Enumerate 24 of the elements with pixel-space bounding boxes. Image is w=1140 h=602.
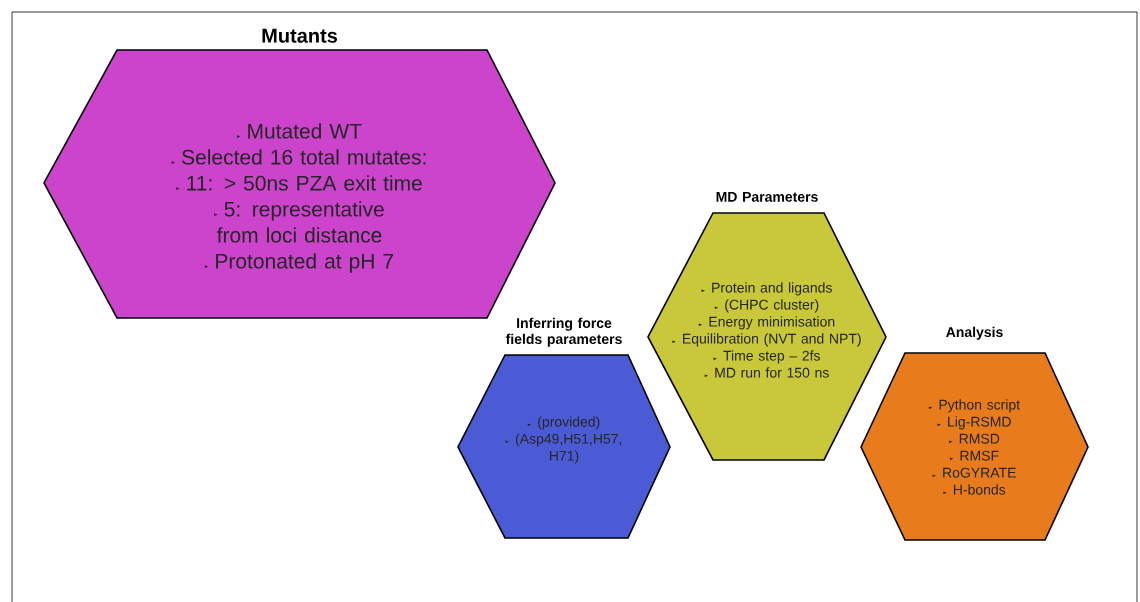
node-label: RoGYRATE: [943, 467, 1016, 478]
node-label: Protonated at pH 7: [216, 253, 394, 273]
heading: Inferring force fields parameters: [505, 317, 622, 347]
node-label: Time step – 2fs: [723, 350, 820, 364]
heading: Mutants: [262, 28, 337, 43]
node-label: H-bonds: [953, 484, 1006, 495]
node-label: 5: representative from loci distance: [216, 201, 384, 243]
hexagon-box: Python script Lig-RSMD RMSD RMSF RoGYRATE H-bonds: [860, 352, 1089, 541]
node-label: RMSD: [959, 433, 1000, 444]
node-label: Lig-RSMD: [948, 416, 1011, 430]
node-label: 11: > 50ns PZA exit time: [187, 175, 422, 191]
node-label: RMSF: [960, 450, 999, 461]
heading: Analysis: [946, 326, 1003, 340]
node-label: Energy minimisation: [709, 316, 835, 330]
node-label: Selected 16 total mutates:: [182, 149, 426, 165]
node-label: Mutated WT: [248, 123, 362, 139]
node-label: Python script: [939, 399, 1020, 413]
node-label: (CHPC cluster): [725, 299, 819, 313]
node-label: Protein and ligands: [712, 282, 832, 296]
node-label: MD run for 150 ns: [715, 367, 829, 378]
hexagon-box: (provided) (Asp49,H51,H57, H71): [457, 354, 671, 539]
heading: MD Parameters: [716, 192, 818, 202]
node-label: Equilibration (NVT and NPT): [683, 333, 861, 347]
hexagon-box: Protein and ligands (CHPC cluster) Energy minimisation Equilibration (NVT and NPT) Time step – 2fs MD run for 150 ns: [647, 212, 887, 461]
